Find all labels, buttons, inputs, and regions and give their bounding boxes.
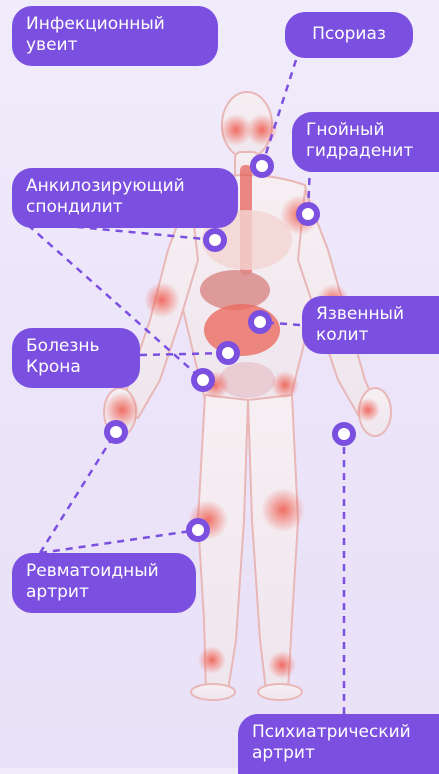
label-line: Ревматоидный	[26, 561, 182, 582]
label-ankylosing-spondylitis: Анкилозирующий спондилит	[12, 168, 238, 228]
label-line: артрит	[252, 743, 425, 764]
label-line: Инфекционный	[26, 14, 204, 35]
label-line: Крона	[26, 357, 126, 378]
label-line: спондилит	[26, 197, 224, 218]
marker-psoriatic-arthritis-icon	[332, 422, 356, 446]
marker-crohn-icon	[216, 341, 240, 365]
label-line: Псориаз	[299, 24, 399, 45]
marker-rheumatoid-hand-icon	[104, 420, 128, 444]
marker-psoriasis-icon	[250, 154, 274, 178]
label-line: Психиатрический	[252, 722, 425, 743]
marker-colitis-icon	[248, 310, 272, 334]
label-hidradenitis: Гнойный гидраденит	[292, 112, 439, 172]
label-line: Гнойный	[306, 120, 425, 141]
label-ulcerative-colitis: Язвенный колит	[302, 296, 439, 354]
label-line: Язвенный	[316, 304, 425, 325]
connector-rheumatoid-a	[40, 432, 116, 553]
marker-spondylitis-icon	[203, 228, 227, 252]
marker-crohn-2-icon	[191, 368, 215, 392]
connector-rheumatoid-b	[40, 530, 198, 553]
label-psoriasis: Псориаз	[285, 12, 413, 58]
label-line: Анкилозирующий	[26, 176, 224, 197]
label-psoriatic-arthritis: Психиатрический артрит	[238, 714, 439, 774]
label-rheumatoid-arthritis: Ревматоидный артрит	[12, 553, 196, 613]
label-crohn-disease: Болезнь Крона	[12, 328, 140, 388]
label-infectious-uveitis: Инфекционный увеит	[12, 6, 218, 66]
label-line: Болезнь	[26, 336, 126, 357]
marker-rheumatoid-knee-icon	[186, 518, 210, 542]
label-line: гидраденит	[306, 141, 425, 162]
label-line: увеит	[26, 35, 204, 56]
label-line: артрит	[26, 582, 182, 603]
marker-hidradenitis-icon	[296, 202, 320, 226]
label-line: колит	[316, 325, 425, 346]
